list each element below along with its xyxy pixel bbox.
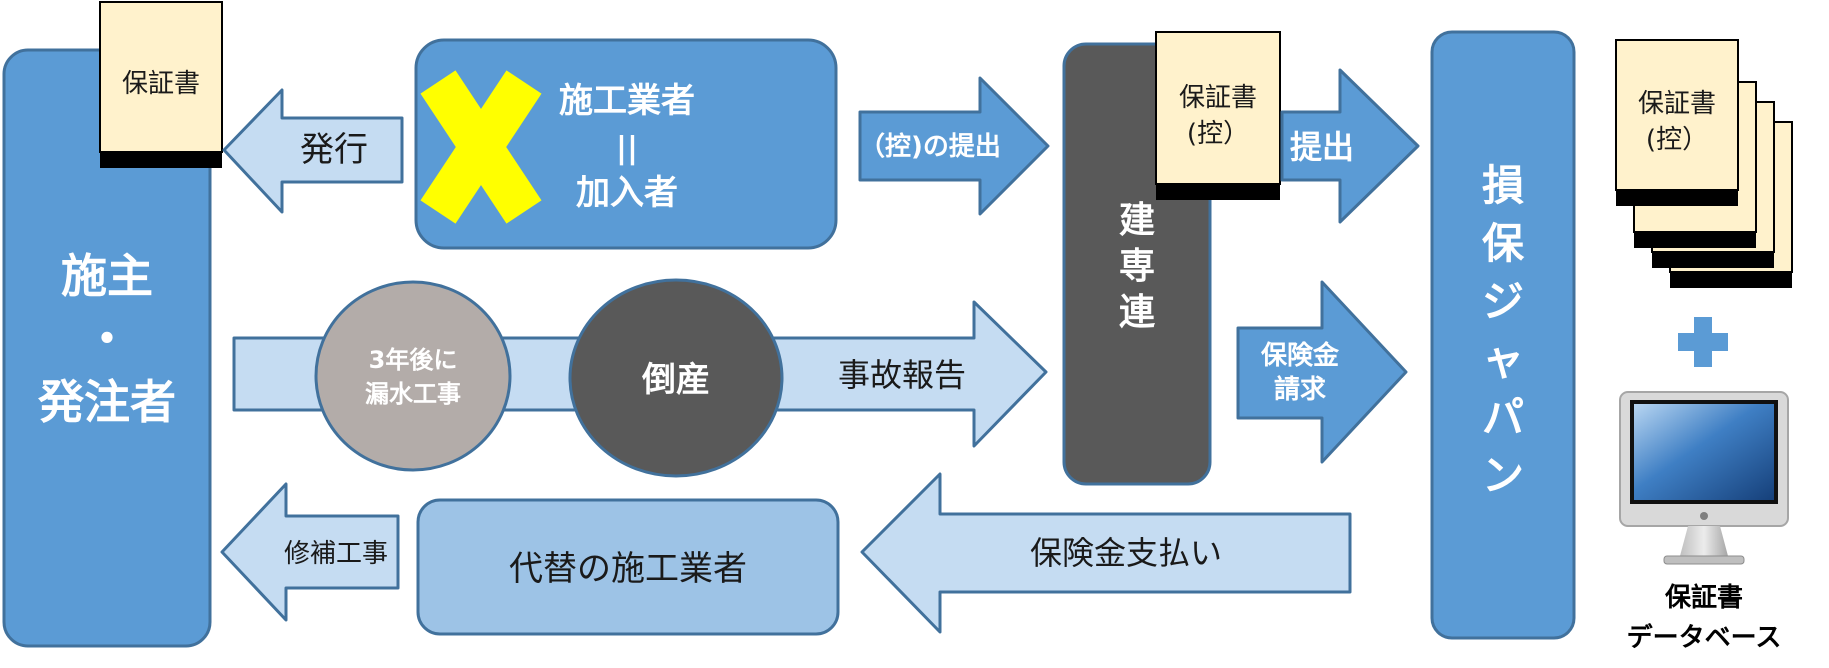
payout-arrow: 保険金支払い [860,472,1352,634]
owner-label-line3: 発注者 [38,375,176,429]
owner-box: 施主 ・ 発注者 [2,48,212,648]
certificate-copy-label-line2: (控） [1187,119,1249,149]
sonpo-label-1: 損 [1482,161,1524,210]
owner-label-line2: ・ [84,312,130,366]
database-label-line2: データベース [1627,622,1782,653]
kensenren-label-line1: 建 [1119,200,1155,241]
repair-arrow-label: 修補工事 [284,539,388,569]
sonpo-label-4: ャ [1482,335,1524,384]
contractor-label-line1: 施工業者 [559,81,695,121]
submit-copy-arrow: （控)の提出 [858,76,1050,216]
certificate-copy-card: 保証書 (控） [1155,31,1281,200]
contractor-label-line2: || [616,131,638,166]
claim-arrow-label-line2: 請求 [1274,374,1326,405]
owner-label-line1: 施主 [61,249,153,303]
payout-arrow-label: 保険金支払い [1030,534,1222,572]
alternative-contractor-box: 代替の施工業者 [416,498,840,636]
leak-label-line2: 漏水工事 [365,380,461,408]
alternative-contractor-label: 代替の施工業者 [509,549,747,589]
kensenren-label-line2: 専 [1119,246,1155,287]
certificate-label: 保証書 [122,69,200,99]
bankruptcy-circle: 倒産 [568,278,784,478]
sonpo-label-2: 保 [1482,219,1525,268]
issue-arrow: 発行 [222,88,404,214]
certificate-card: 保証書 [99,1,223,168]
sonpo-label-6: ン [1482,451,1524,500]
leak-label-line1: 3年後に [369,346,458,374]
plus-icon [1678,317,1728,367]
accident-report-label: 事故報告 [838,356,966,394]
submit-arrow: 提出 [1280,68,1420,224]
sonpo-label-3: ジ [1482,277,1524,326]
issue-arrow-label: 発行 [300,130,368,170]
cross-icon [420,70,542,224]
contractor-label-line3: 加入者 [576,173,678,213]
certificate-stack: 保証書 (控） [1615,39,1793,288]
claim-arrow: 保険金 請求 [1236,280,1408,464]
sonpo-label-5: パ [1482,393,1524,442]
certificate-copy-label-line1: 保証書 [1179,83,1257,113]
kensenren-label-line3: 連 [1119,292,1156,333]
sonpo-japan-box: 損 保 ジ ャ パ ン [1430,30,1576,640]
submit-arrow-label: 提出 [1290,128,1354,166]
certificate-stack-label-line1: 保証書 [1638,89,1716,119]
certificate-stack-label-line2: (控） [1646,125,1708,155]
monitor-icon [1619,391,1789,565]
bankruptcy-label: 倒産 [641,360,710,400]
claim-arrow-label-line1: 保険金 [1260,340,1340,371]
leak-circle: 3年後に 漏水工事 [314,280,512,472]
database-label-line1: 保証書 [1664,582,1743,613]
submit-copy-arrow-label: （控)の提出 [859,132,1001,162]
repair-arrow: 修補工事 [220,482,400,622]
